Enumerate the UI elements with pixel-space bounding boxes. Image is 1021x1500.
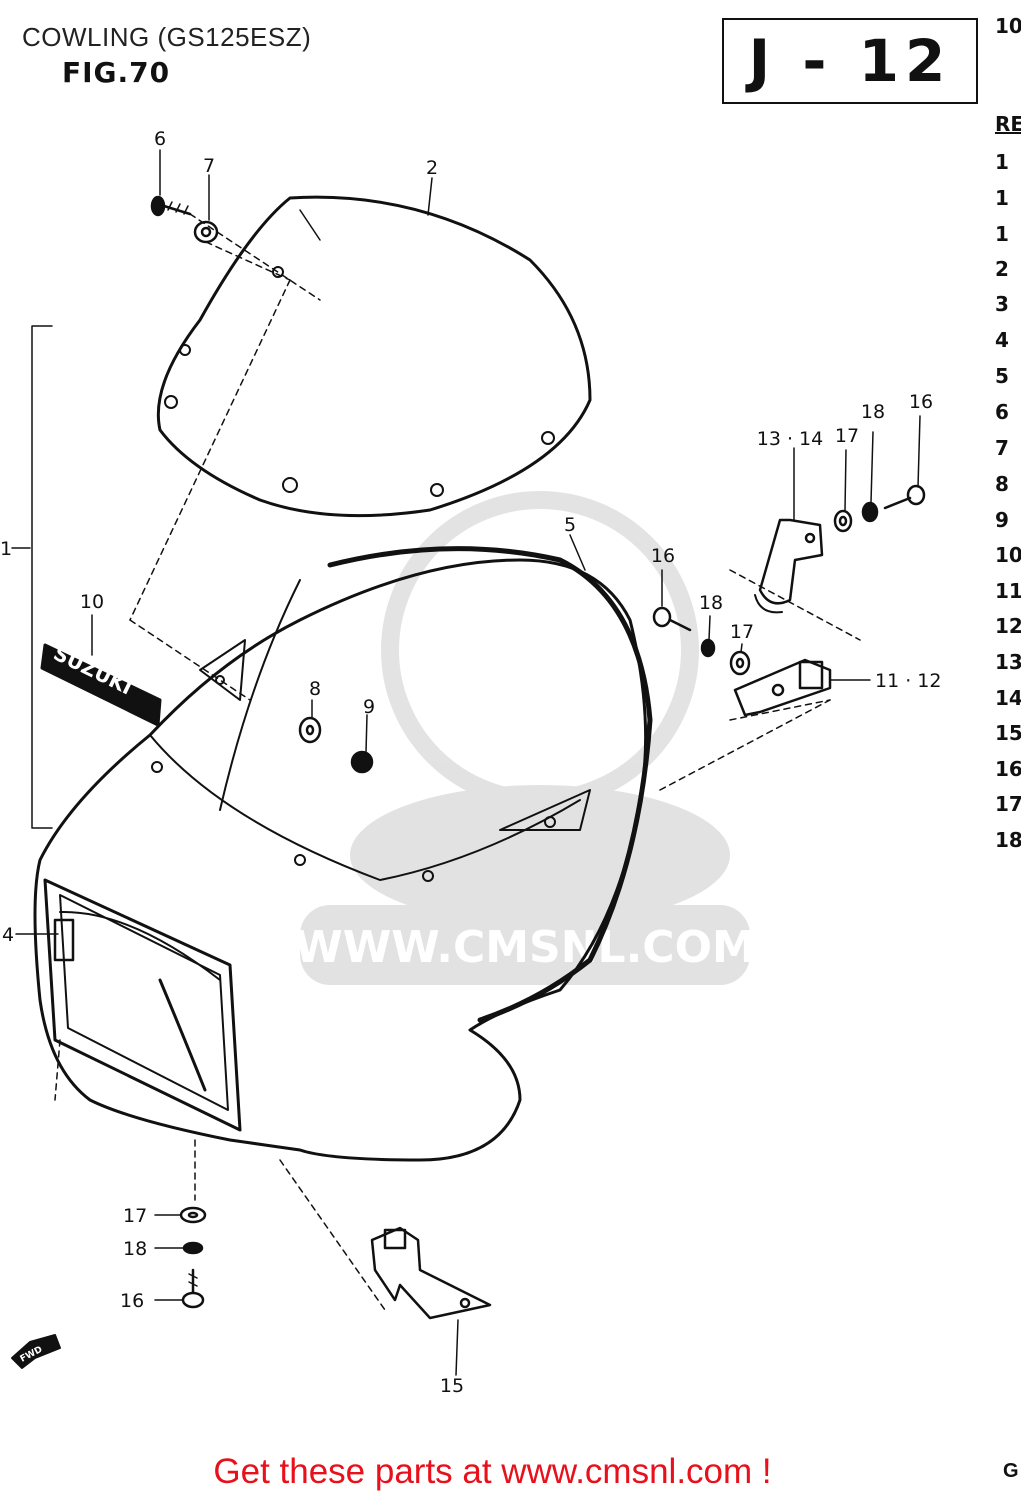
corner-mark: G xyxy=(1003,1460,1019,1482)
figure-label: FIG.70 xyxy=(62,56,171,89)
ref-number: 1 xyxy=(995,186,1009,210)
grommet-8 xyxy=(298,716,322,744)
footer-cta[interactable]: Get these parts at www.cmsnl.com ! xyxy=(0,1452,1021,1492)
ref-number: 4 xyxy=(995,328,1009,352)
front-arrow-icon xyxy=(11,1334,61,1369)
lockwasher-18-mid xyxy=(700,638,716,658)
screen-hole xyxy=(179,344,191,356)
ref-number: 5 xyxy=(995,364,1009,388)
ref-number: 3 xyxy=(995,292,1009,316)
ref-number: 6 xyxy=(995,400,1009,424)
ref-number: 12 xyxy=(995,614,1021,638)
callout-17-mid: 17 xyxy=(730,621,754,643)
callout-18-right: 18 xyxy=(861,401,885,423)
callout-7: 7 xyxy=(203,155,215,177)
callout-16-lower: 16 xyxy=(120,1290,144,1312)
callout-13-14: 13 · 14 xyxy=(757,428,823,450)
callout-10: 10 xyxy=(80,591,104,613)
callout-9: 9 xyxy=(363,696,375,718)
callout-1: 1 xyxy=(0,538,12,560)
callout-4: 4 xyxy=(2,924,14,946)
watermark-text: WWW.CMSNL.COM xyxy=(294,922,756,973)
bolt-16-lower xyxy=(181,1268,205,1309)
bracket-13-14 xyxy=(754,518,824,614)
nut-7 xyxy=(193,220,219,244)
ref-number: 1 xyxy=(995,222,1009,246)
page-code: J - 12 xyxy=(748,27,952,95)
callout-5: 5 xyxy=(564,514,576,536)
ref-number: 2 xyxy=(995,257,1009,281)
bolt-16-right xyxy=(883,484,926,510)
ref-number: 10 xyxy=(995,543,1021,567)
lockwasher-18-right xyxy=(861,501,879,523)
ref-number: 18 xyxy=(995,828,1021,852)
screen-hole xyxy=(272,266,284,278)
ref-number: 17 xyxy=(995,792,1021,816)
ref-number: 1 xyxy=(995,150,1009,174)
washer-17-right xyxy=(833,509,853,533)
ref-number: 7 xyxy=(995,436,1009,460)
screen-hole xyxy=(164,395,178,409)
ref-number: 9 xyxy=(995,508,1009,532)
callout-18-mid: 18 xyxy=(699,592,723,614)
washer-17-lower xyxy=(179,1206,207,1224)
screen-hole xyxy=(282,477,298,493)
bracket-15 xyxy=(370,1226,492,1320)
screen-hole xyxy=(430,483,444,497)
footer-cta-text[interactable]: Get these parts at www.cmsnl.com ! xyxy=(213,1452,772,1491)
washer-17-mid xyxy=(729,650,751,676)
callout-18-lower: 18 xyxy=(123,1238,147,1260)
callout-6: 6 xyxy=(154,128,166,150)
ref-number: 8 xyxy=(995,472,1009,496)
callout-16-right: 16 xyxy=(909,391,933,413)
ref-number: 13 xyxy=(995,650,1021,674)
callout-16-mid: 16 xyxy=(651,545,675,567)
bracket-4 xyxy=(53,918,75,962)
ref-number: 15 xyxy=(995,721,1021,745)
screw-6 xyxy=(150,195,192,217)
page-code-box: J - 12 xyxy=(722,18,978,104)
emblem-10: SUZUKI xyxy=(40,641,162,727)
watermark: WWW.CMSNL.COM xyxy=(294,491,756,985)
ref-number: 16 xyxy=(995,757,1021,781)
bolt-16-mid xyxy=(652,606,692,632)
ref-number: 14 xyxy=(995,686,1021,710)
callout-17-lower: 17 xyxy=(123,1205,147,1227)
callout-17-right: 17 xyxy=(835,425,859,447)
bracket-11-12 xyxy=(733,658,832,717)
nut-9 xyxy=(350,750,374,774)
callout-8: 8 xyxy=(309,678,321,700)
ref-column-heading: RE xyxy=(995,112,1021,136)
cowling-body xyxy=(33,558,648,1162)
page-title: COWLING (GS125ESZ) xyxy=(22,22,312,52)
callout-11-12: 11 · 12 xyxy=(875,670,941,692)
lockwasher-18-lower xyxy=(182,1241,204,1255)
windscreen xyxy=(156,195,592,518)
screen-hole xyxy=(541,431,555,445)
callout-2: 2 xyxy=(426,157,438,179)
callout-15: 15 xyxy=(440,1375,464,1397)
corner-number: 10 xyxy=(995,14,1021,38)
ref-number: 11 xyxy=(995,579,1021,603)
headlight-opening xyxy=(43,878,242,1132)
